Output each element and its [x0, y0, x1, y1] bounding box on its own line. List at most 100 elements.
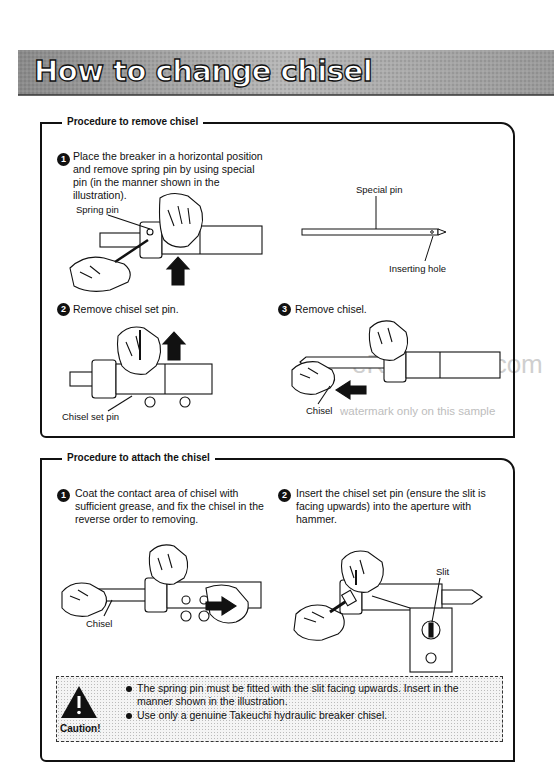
remove-illustration-2: [70, 327, 212, 411]
title-band-part: [18, 94, 554, 96]
watermark: watermark only on this sample: [340, 405, 495, 418]
attach-illustration-1-part: [90, 589, 150, 601]
bullet-dot: [126, 713, 132, 719]
attach-illustration-2-part: [442, 590, 482, 604]
special-pin-drawing-part: [431, 231, 434, 234]
remove-illustration-2-part: [126, 336, 140, 356]
attach-illustration-2-part: [340, 580, 362, 614]
title-band-part: [18, 50, 554, 95]
title-band: [18, 50, 554, 95]
attach-illustration-1-part: [199, 611, 209, 621]
special-pin-drawing-part: [302, 229, 438, 235]
remove-illustration-1: [70, 193, 262, 291]
step-text: Place the breaker in a horizontal positi…: [73, 150, 265, 202]
remove-illustration-1-part: [115, 240, 148, 262]
callout-number: 1: [57, 153, 70, 166]
remove-illustration-2-part: [116, 364, 212, 394]
remove-illustration-3-part: [292, 362, 335, 395]
attach-illustration-2-part: [362, 584, 442, 610]
caution-text: The spring pin must be fitted with the s…: [137, 682, 459, 707]
attach-illustration-1-part: [181, 611, 191, 621]
remove-illustration-2-part: [118, 327, 161, 374]
remove-illustration-1-part: [167, 257, 189, 285]
remove-illustration-2-part: [139, 330, 141, 360]
special-pin-drawing-part: [425, 236, 433, 261]
attach-illustration-2-part: [432, 578, 440, 622]
part-label: Chisel: [86, 617, 112, 630]
remove-illustration-3-part: [318, 386, 330, 404]
attach-illustration-2-part: [426, 653, 436, 663]
remove-illustration-1-part: [160, 193, 203, 247]
remove-illustration-3-part: [369, 321, 407, 360]
special-pin-drawing-part: [376, 196, 377, 229]
remove-illustration-1-part: [147, 229, 153, 235]
caution-box: Caution!The spring pin must be fitted wi…: [56, 676, 503, 742]
part-label: Chisel: [306, 404, 332, 417]
special-pin-drawing-part: [438, 229, 446, 235]
remove-illustration-2-part: [145, 397, 155, 407]
remove-illustration-2-part: [180, 397, 190, 407]
remove-illustration-1-part: [108, 215, 150, 229]
attach-illustration-2-part: [355, 570, 357, 585]
remove-illustration-2-part: [164, 364, 165, 394]
remove-illustration-1-part: [162, 226, 262, 254]
attach-illustration-1: [62, 545, 261, 623]
attach-illustration-1-part: [206, 585, 248, 623]
attach-illustration-2-part: [342, 551, 384, 592]
caution-list: The spring pin must be fitted with the s…: [125, 682, 497, 723]
callout-number: 1: [57, 489, 70, 502]
attach-illustration-2-part: [330, 600, 348, 612]
remove-illustration-2-part: [92, 360, 116, 398]
remove-illustration-3-part: [378, 328, 392, 344]
attach-illustration-2-part: [410, 608, 452, 672]
remove-illustration-1-part: [199, 226, 200, 254]
part-label: Slit: [436, 565, 449, 578]
attach-illustration-1-part: [167, 582, 261, 608]
attach-illustration-2-part: [429, 623, 433, 637]
attach-illustration-2-part: [372, 596, 410, 608]
attach-illustration-2-part: [350, 560, 364, 578]
attach-illustration-2-part: [422, 621, 440, 639]
step-text: Remove chisel.: [295, 303, 495, 316]
step-text: Insert the chisel set pin (ensure the sl…: [296, 487, 498, 526]
attach-illustration-1-part: [62, 583, 107, 616]
part-label: Special pin: [356, 183, 402, 196]
remove-illustration-2-part: [163, 332, 185, 360]
attach-illustration-1-part: [70, 590, 88, 600]
remove-illustration-1-part: [100, 233, 152, 247]
remove-illustration-3-part: [300, 368, 318, 378]
page-title: How to change chisel: [34, 54, 372, 88]
callout-number: 2: [57, 303, 70, 316]
remove-illustration-1-part: [168, 206, 190, 226]
attach-illustration-1-part: [158, 554, 172, 570]
step-text: Coat the contact area of chisel with suf…: [75, 487, 267, 526]
attach-illustration-2-part: [294, 605, 344, 640]
callout-number: 3: [278, 303, 291, 316]
remove-illustration-2-part: [108, 396, 132, 411]
bullet-dot: [126, 686, 132, 692]
remove-illustration-1-part: [70, 257, 130, 291]
attach-illustration-1-part: [206, 597, 236, 615]
attach-illustration-1-part: [149, 545, 187, 584]
bullet-item: The spring pin must be fitted with the s…: [125, 682, 497, 708]
special-pin-drawing: [302, 196, 446, 261]
panel-heading: Procedure to remove chisel: [62, 116, 203, 127]
caution-text: Use only a genuine Takeuchi hydraulic br…: [137, 709, 387, 721]
attach-illustration-2: [294, 551, 482, 672]
part-label: Chisel set pin: [62, 410, 119, 423]
remove-illustration-1-part: [80, 266, 100, 278]
attach-illustration-2-part: [304, 612, 324, 622]
attach-illustration-1-part: [182, 596, 190, 604]
attach-illustration-1-part: [200, 596, 208, 604]
remove-illustration-1-part: [140, 222, 162, 258]
attach-illustration-2-part: [342, 590, 357, 605]
bullet-item: Use only a genuine Takeuchi hydraulic br…: [125, 709, 497, 722]
remove-illustration-3-part: [336, 381, 366, 399]
panel-heading: Procedure to attach the chisel: [62, 452, 215, 463]
step-text: Remove chisel set pin.: [73, 303, 263, 316]
remove-illustration-2-part: [70, 372, 98, 386]
part-label: Spring pin: [76, 203, 119, 216]
title-band-part: [18, 50, 554, 95]
attach-illustration-1-part: [145, 578, 167, 612]
